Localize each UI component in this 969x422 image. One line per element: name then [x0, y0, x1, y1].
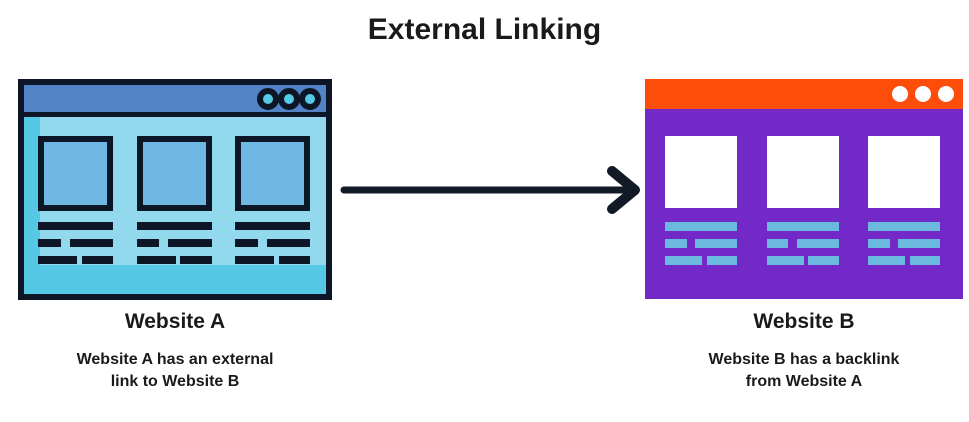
website-a-page-body	[24, 117, 326, 289]
text-line-bar	[695, 239, 737, 248]
website-a-columns	[38, 136, 310, 264]
website-b-page-body	[645, 109, 963, 299]
text-line-bar	[766, 256, 804, 265]
external-link-arrow-icon	[340, 166, 640, 214]
image-placeholder	[38, 136, 113, 211]
text-line-bar	[136, 222, 212, 230]
image-placeholder	[766, 136, 839, 208]
website-b-columns	[665, 136, 940, 265]
text-line-bar	[898, 239, 940, 248]
text-placeholder-block	[665, 222, 737, 265]
text-line-bar	[706, 256, 737, 265]
image-placeholder	[235, 136, 310, 211]
window-button-icon	[257, 87, 279, 110]
text-line-bar	[81, 256, 113, 264]
text-line-bar	[136, 239, 159, 247]
text-line-bar	[69, 239, 113, 247]
text-line-bar	[168, 239, 212, 247]
text-line-bar	[235, 239, 258, 247]
text-line-bar	[665, 222, 737, 231]
text-line-bar	[796, 239, 839, 248]
content-column	[38, 136, 113, 264]
window-buttons-icon	[892, 86, 954, 102]
website-a-titlebar	[24, 85, 326, 117]
website-b-label: Website B Website B has a backlink from …	[645, 310, 963, 394]
text-line-bar	[665, 239, 687, 248]
window-button-icon	[299, 87, 321, 110]
content-column	[235, 136, 310, 264]
caption-line: Website B has a backlink	[708, 351, 900, 368]
text-line-bar	[38, 222, 113, 230]
diagram-title: External Linking	[367, 13, 602, 46]
website-b-name: Website B	[753, 310, 855, 333]
text-placeholder-block	[868, 222, 940, 265]
image-placeholder	[665, 136, 737, 208]
text-line-bar	[766, 239, 789, 248]
image-placeholder	[136, 136, 212, 211]
text-placeholder-block	[38, 222, 113, 264]
caption-line: from Website A	[745, 373, 863, 391]
content-column	[665, 136, 737, 265]
text-line-bar	[665, 256, 703, 265]
caption-line: Website A has an external	[76, 351, 274, 368]
website-b-window	[645, 79, 963, 299]
text-line-bar	[235, 222, 310, 230]
text-line-bar	[136, 256, 176, 264]
text-line-bar	[235, 256, 274, 264]
text-line-bar	[868, 222, 940, 231]
text-line-bar	[909, 256, 940, 265]
caption-line: link to Website B	[110, 373, 240, 391]
window-button-icon	[915, 86, 931, 102]
window-button-icon	[278, 87, 300, 110]
text-placeholder-block	[235, 222, 310, 264]
text-placeholder-block	[766, 222, 839, 265]
window-button-icon	[938, 86, 954, 102]
website-a-caption: Website A has an external link to Websit…	[18, 349, 332, 394]
text-line-bar	[766, 222, 839, 231]
text-line-bar	[868, 239, 890, 248]
window-buttons-icon	[257, 87, 321, 110]
text-placeholder-block	[136, 222, 212, 264]
website-b-caption: Website B has a backlink from Website A	[645, 349, 963, 394]
website-a-name: Website A	[124, 310, 226, 333]
content-column	[766, 136, 839, 265]
text-line-bar	[38, 239, 61, 247]
text-line-bar	[868, 256, 906, 265]
website-a-window	[18, 79, 332, 300]
window-button-icon	[892, 86, 908, 102]
image-placeholder	[868, 136, 940, 208]
website-a-label: Website A Website A has an external link…	[18, 310, 332, 394]
text-line-bar	[808, 256, 839, 265]
content-column	[136, 136, 212, 264]
text-line-bar	[278, 256, 310, 264]
text-line-bar	[38, 256, 77, 264]
content-column	[868, 136, 940, 265]
website-b-titlebar	[645, 79, 963, 109]
text-line-bar	[266, 239, 310, 247]
text-line-bar	[180, 256, 212, 264]
